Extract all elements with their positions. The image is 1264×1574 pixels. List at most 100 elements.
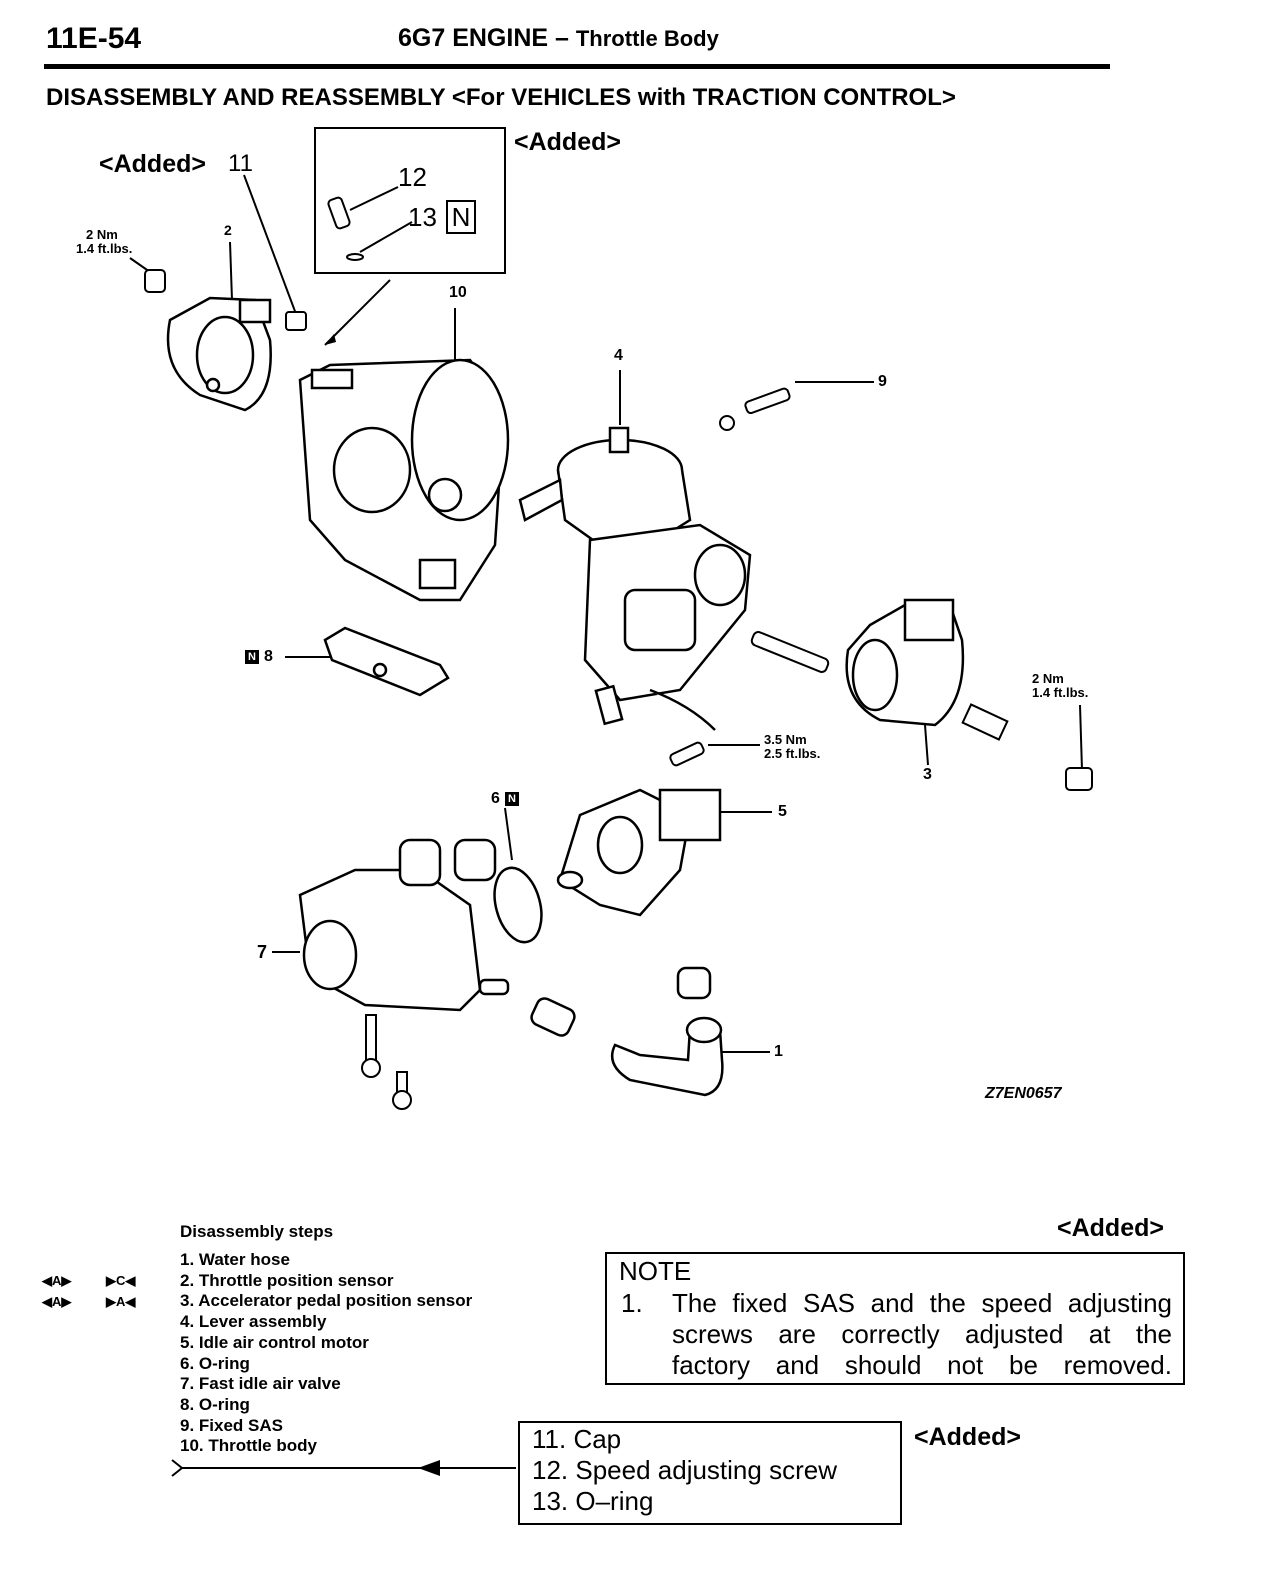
callout-5: 5 [778,803,787,820]
steps-connector-arrow [418,1460,440,1476]
torque-2nm-a-metric: 2 Nm [86,227,118,242]
hose-clamp-a-part [530,997,576,1037]
callout-7: 7 [257,942,268,962]
service-mark-a-step3: ◀A▶ [42,1294,72,1309]
torque-35nm-imperial: 2.5 ft.lbs. [764,746,821,761]
added-step-item: 11. Cap [532,1424,622,1454]
step-item: 4. Lever assembly [180,1312,327,1332]
step-item: 9. Fixed SAS [180,1415,283,1435]
lever-assembly-part [518,426,752,731]
added-step-item: 12. Speed adjusting screw [532,1455,837,1485]
callout-10: 10 [449,284,467,301]
bolt-a-head [361,1058,381,1078]
step-item: 5. Idle air control motor [180,1332,369,1352]
added-step-item: 13. O–ring [532,1486,654,1516]
nut-part [719,415,735,431]
note-line: The fixed SAS and the speed adjusting [672,1288,1172,1318]
leader-6 [504,807,513,861]
page-title-main: 6G7 ENGINE [398,24,549,52]
step-item: 2. Throttle position sensor [180,1270,394,1290]
screw-35nm-part [669,741,705,767]
service-mark-a2-step3: ▶A◀ [106,1294,136,1309]
leader-12 [349,186,399,211]
leader-2 [229,241,233,301]
connector-part [961,703,1009,741]
step-item: 1. Water hose [180,1250,290,1269]
long-screw-part [750,631,830,673]
callout-8: 8 [264,648,273,665]
note-title: NOTE [619,1256,692,1286]
screw-2nm-a [144,269,166,293]
note-number: 1. [621,1288,643,1318]
gasket-8-part [323,626,450,697]
page-title-sub: Throttle Body [575,26,719,51]
inset-box [314,127,506,274]
step-item: 7. Fast idle air valve [180,1374,341,1394]
leader-3 [924,724,929,766]
inset-arrow-head [325,334,336,345]
o-ring-6-part [493,866,543,944]
added-label-inset: <Added> [514,128,621,156]
new-part-mark-box: N [446,200,476,234]
fixed-sas-screw-part [744,387,791,415]
torque-2nm-b-imperial: 1.4 ft.lbs. [1032,685,1089,700]
cap-11-part [285,311,307,331]
service-mark-c-step2: ▶C◀ [106,1273,136,1288]
note-box [605,1252,1185,1385]
water-hose-end [685,1016,723,1044]
note-text: The fixed SAS and the speed adjusting sc… [672,1288,1172,1381]
torque-35nm-metric: 3.5 Nm [764,732,807,747]
leader-inset [324,279,391,346]
figure-id: Z7EN0657 [985,1085,1062,1102]
screw-2nm-b [1065,767,1093,791]
new-part-mark-6: N [505,792,519,806]
step-item: 6. O-ring [180,1353,250,1373]
torque-2nm-a-imperial: 1.4 ft.lbs. [76,241,133,256]
step-item: 3. Accelerator pedal position sensor [180,1291,473,1311]
torque-35nm: 3.5 Nm 2.5 ft.lbs. [764,733,820,761]
added-steps-box [518,1421,902,1525]
torque-2nm-b: 2 Nm 1.4 ft.lbs. [1032,672,1088,700]
step-item: 10. Throttle body [180,1436,317,1456]
fast-idle-air-valve-part [298,838,510,1012]
throttle-body-part [298,358,510,602]
callout-6: 6 [491,790,500,807]
hose-clamp-b-part [676,966,712,1000]
page-title: 6G7 ENGINE – Throttle Body [398,24,719,53]
section-title: DISASSEMBLY AND REASSEMBLY <For VEHICLES… [46,84,956,111]
callout-3: 3 [923,766,932,783]
page-number: 11E-54 [46,22,142,55]
note-line: screws are correctly adjusted at the [672,1319,1172,1349]
new-part-mark-8: N [245,650,259,664]
idle-air-control-motor-part [556,788,722,917]
accelerator-pedal-position-sensor-part [845,598,965,727]
callout-4: 4 [614,347,623,364]
leader-torque-2nm-b [1079,704,1083,771]
water-hose-part [610,1026,724,1097]
steps-arrow-tail [171,1459,184,1477]
added-label-note: <Added> [1057,1214,1164,1242]
callout-1: 1 [774,1043,783,1060]
added-label-steps: <Added> [914,1423,1021,1451]
torque-2nm-a: 2 Nm 1.4 ft.lbs. [76,228,132,256]
bolt-b-head [392,1090,412,1110]
added-steps-list: 11. Cap 12. Speed adjusting screw 13. O–… [532,1424,837,1517]
leader-11 [243,174,297,315]
page-title-separator: – [548,24,576,52]
o-ring-13-part [346,253,364,261]
header-rule [44,64,1110,69]
throttle-position-sensor-part [166,296,272,412]
speed-adjusting-screw-part [327,196,351,230]
service-mark-a-step2: ◀A▶ [42,1273,72,1288]
leader-13 [359,221,413,253]
note-line: factory and should not be removed. [672,1350,1172,1380]
disassembly-steps-title: Disassembly steps [180,1222,334,1241]
callout-12: 12 [398,162,427,192]
disassembly-steps-list: 1. Water hose 2. Throttle position senso… [180,1250,472,1457]
torque-2nm-b-metric: 2 Nm [1032,671,1064,686]
callout-13: 13 [408,202,437,232]
callout-2: 2 [224,222,232,238]
callout-9: 9 [878,373,887,390]
callout-11: 11 [228,150,253,177]
